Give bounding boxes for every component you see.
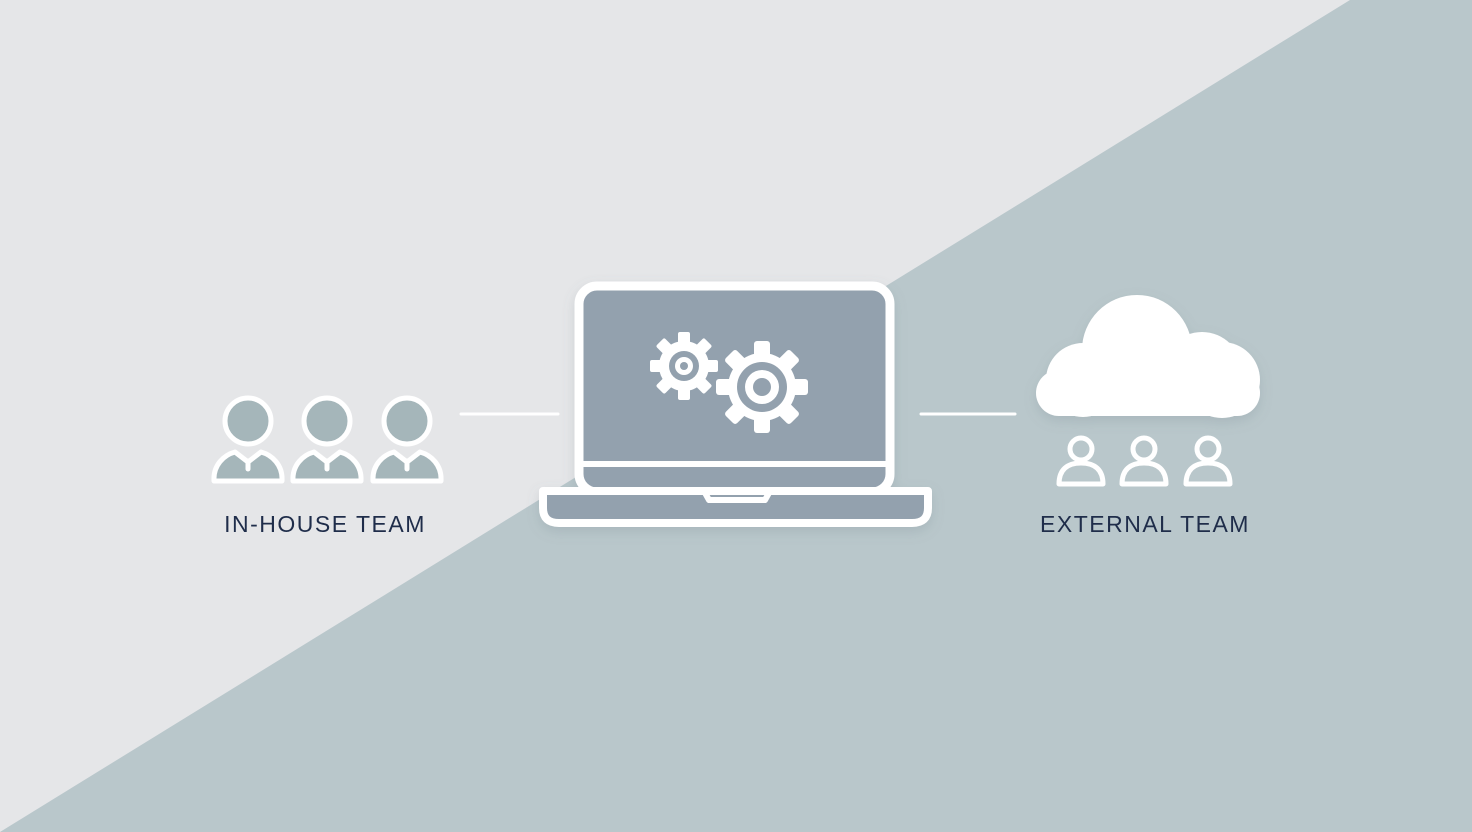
- person-icon: [370, 395, 444, 484]
- person-outline-icon: [1056, 435, 1106, 487]
- in-house-team-label: IN-HOUSE TEAM: [224, 511, 426, 537]
- gear-icon: [650, 332, 718, 400]
- cloud-icon: [1036, 295, 1260, 418]
- in-house-people-group: [211, 395, 444, 484]
- person-outline-icon: [1183, 435, 1233, 487]
- gear-icon: [716, 341, 808, 433]
- person-outline-icon: [1119, 435, 1169, 487]
- external-people-group: [1056, 435, 1233, 487]
- person-icon: [290, 395, 364, 484]
- person-icon: [211, 395, 285, 484]
- external-team-label: EXTERNAL TEAM: [1040, 511, 1250, 537]
